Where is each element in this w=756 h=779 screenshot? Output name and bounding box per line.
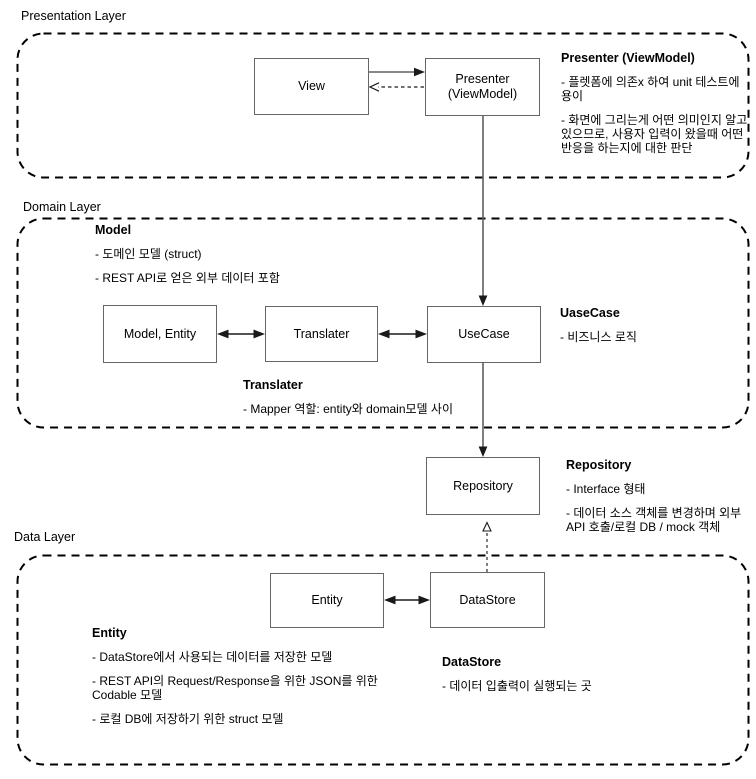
annotation-entity-title: Entity — [92, 626, 127, 640]
node-presenter[interactable]: Presenter (ViewModel) — [425, 58, 540, 116]
annotation-model: Model - 도메인 모델 (struct) - REST API로 얻은 외… — [95, 223, 415, 295]
annotation-entity: Entity - DataStore에서 사용되는 데이터를 저장한 모델 - … — [92, 626, 430, 736]
layer-domain-boundary[interactable] — [16, 217, 750, 429]
connector-presenter-usecase[interactable] — [478, 116, 488, 306]
node-datastore[interactable]: DataStore — [430, 572, 545, 628]
node-entity[interactable]: Entity — [270, 573, 384, 628]
annotation-datastore: DataStore - 데이터 입출력이 실행되는 곳 — [442, 655, 704, 703]
annotation-presenter-title: Presenter (ViewModel) — [561, 51, 695, 65]
annotation-usecase-item-1: - 비즈니스 로직 — [560, 330, 637, 344]
node-repository-label: Repository — [453, 478, 513, 493]
layer-presentation-boundary[interactable] — [16, 32, 750, 179]
annotation-repository-item-2: - 데이터 소스 객체를 변경하며 외부 API 호출/로컬 DB / mock… — [566, 506, 742, 534]
node-translater-label: Translater — [293, 326, 350, 341]
node-model-entity[interactable]: Model, Entity — [103, 305, 217, 363]
node-model-entity-label: Model, Entity — [123, 326, 197, 341]
annotation-entity-item-1: - DataStore에서 사용되는 데이터를 저장한 모델 — [92, 650, 333, 664]
annotation-datastore-item-1: - 데이터 입출력이 실행되는 곳 — [442, 679, 592, 693]
annotation-presenter-item-1: - 플렛폼에 의존x 하여 unit 테스트에 용이 — [561, 75, 740, 103]
node-usecase[interactable]: UseCase — [427, 306, 541, 363]
annotation-model-item-1: - 도메인 모델 (struct) — [95, 247, 202, 261]
node-presenter-label: Presenter (ViewModel) — [447, 72, 518, 101]
connector-usecase-repository[interactable] — [478, 363, 488, 457]
annotation-repository: Repository - Interface 형태 - 데이터 소스 객체를 변… — [566, 458, 754, 544]
annotation-repository-item-1: - Interface 형태 — [566, 482, 646, 496]
node-entity-label: Entity — [311, 593, 343, 607]
annotation-translater-title: Translater — [243, 378, 303, 392]
annotation-translater: Translater - Mapper 역할: entity와 domain모델… — [243, 378, 603, 426]
connector-modelentity-translater[interactable] — [217, 329, 265, 339]
layer-data-boundary[interactable] — [16, 554, 750, 766]
node-usecase-label: UseCase — [458, 327, 510, 341]
node-repository[interactable]: Repository — [426, 457, 540, 515]
annotation-datastore-title: DataStore — [442, 655, 502, 669]
layer-presentation-label: Presentation Layer — [21, 9, 126, 23]
annotation-translater-item-1: - Mapper 역할: entity와 domain모델 사이 — [243, 402, 454, 416]
annotation-repository-title: Repository — [566, 458, 632, 472]
annotation-model-item-2: - REST API로 얻은 외부 데이터 포함 — [95, 271, 280, 285]
connector-view-presenter[interactable] — [369, 67, 425, 77]
connector-translater-usecase[interactable] — [378, 329, 427, 339]
node-datastore-label: DataStore — [459, 592, 516, 607]
layer-domain-label: Domain Layer — [23, 200, 101, 214]
connector-presenter-view[interactable] — [368, 82, 424, 92]
node-translater[interactable]: Translater — [265, 306, 378, 362]
layer-data-label: Data Layer — [14, 530, 76, 544]
annotation-usecase: UaseCase - 비즈니스 로직 — [560, 306, 740, 354]
connector-datastore-repository[interactable] — [482, 521, 492, 573]
annotation-usecase-title: UaseCase — [560, 306, 620, 320]
annotation-model-title: Model — [95, 223, 132, 237]
annotation-entity-item-3: - 로컬 DB에 저장하기 위한 struct 모델 — [92, 712, 284, 726]
annotation-presenter-item-2: - 화면에 그리는게 어떤 의미인지 알고 있으므로, 사용자 입력이 왔을때 … — [561, 113, 748, 155]
annotation-presenter: Presenter (ViewModel) - 플렛폼에 의존x 하여 unit… — [561, 51, 753, 165]
connector-entity-datastore[interactable] — [384, 595, 430, 605]
node-view[interactable]: View — [254, 58, 369, 115]
node-view-label: View — [298, 79, 325, 93]
annotation-entity-item-2: - REST API의 Request/Response을 위한 JSON를 위… — [92, 674, 378, 702]
